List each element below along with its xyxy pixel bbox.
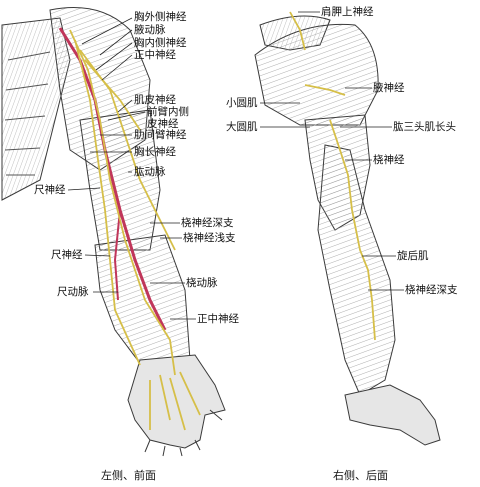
label-axillary-artery: 腋动脉 — [134, 24, 166, 36]
right-shoulder — [254, 23, 379, 126]
label-supinator: 旋后肌 — [397, 250, 429, 262]
label-deep-radial-nerve-left: 桡神经深支 — [181, 217, 234, 229]
label-ulnar-nerve-lower: 尺神经 — [51, 249, 83, 261]
label-ulnar-nerve-upper: 尺神经 — [34, 184, 66, 196]
label-axillary-nerve: 腋神经 — [373, 82, 405, 94]
label-medial-antebrachial-1: 前臂内侧 — [147, 106, 189, 118]
right-suprascapular-nerve — [289, 11, 306, 51]
label-medial-pectoral-nerve: 胸内侧神经 — [134, 37, 187, 49]
label-suprascapular-nerve: 肩胛上神经 — [321, 6, 374, 18]
right-hand — [344, 384, 441, 446]
label-medial-antebrachial-2: 皮神经 — [147, 118, 179, 130]
right-forearm — [317, 144, 396, 396]
label-brachial-artery: 肱动脉 — [134, 166, 166, 178]
label-teres-major: 大圆肌 — [226, 121, 258, 133]
label-median-nerve-upper: 正中神经 — [134, 49, 176, 61]
label-median-nerve-lower: 正中神经 — [197, 313, 239, 325]
label-lateral-pectoral-nerve: 胸外侧神经 — [134, 11, 187, 23]
label-triceps-long-head: 肱三头肌长头 — [393, 121, 456, 133]
right-axillary-nerve — [304, 84, 346, 96]
left-musculocutaneous-nerve — [84, 59, 141, 131]
left-arm-drawing — [1, 7, 226, 457]
right-arm-drawing — [254, 11, 441, 446]
label-ulnar-artery: 尺动脉 — [57, 286, 89, 298]
right-deep-radial-nerve — [351, 209, 376, 341]
label-intercostobrachial-nerve: 肋间臂神经 — [134, 129, 187, 141]
left-ulnar-nerve — [74, 39, 141, 366]
label-deep-radial-nerve-right: 桡神经深支 — [405, 284, 458, 296]
label-musculocutaneous-nerve: 肌皮神经 — [134, 94, 176, 106]
caption-left-anterior: 左侧、前面 — [101, 469, 156, 482]
label-superficial-radial-nerve: 桡神经浅支 — [183, 232, 236, 244]
label-long-thoracic-nerve: 胸长神经 — [134, 146, 176, 158]
right-radial-nerve — [329, 119, 353, 211]
left-median-nerve — [69, 29, 176, 376]
label-teres-minor: 小圆肌 — [226, 97, 258, 109]
leader-lines — [67, 11, 404, 320]
label-radial-artery: 桡动脉 — [186, 277, 218, 289]
label-radial-nerve: 桡神经 — [373, 154, 405, 166]
caption-right-posterior: 右侧、后面 — [333, 469, 388, 482]
